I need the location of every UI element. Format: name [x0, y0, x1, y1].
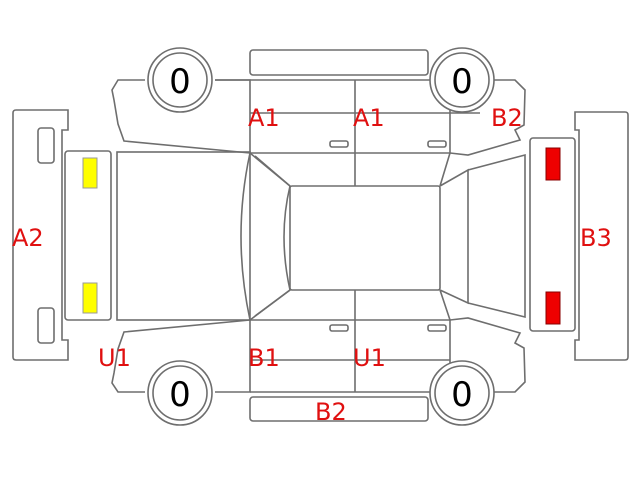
- label-top-rear-door: A1: [353, 104, 385, 132]
- roof[interactable]: [289, 185, 441, 291]
- tire-rear-bottom[interactable]: 0: [429, 360, 495, 426]
- label-top-front-door: A1: [248, 104, 280, 132]
- label-top-rear-fender: B2: [491, 104, 523, 132]
- label-front-bumper: A2: [12, 224, 44, 252]
- tire-front-bottom[interactable]: 0: [147, 360, 213, 426]
- tire-front-top[interactable]: 0: [147, 47, 213, 113]
- headlight-left: [82, 157, 98, 189]
- windshield: [240, 152, 291, 321]
- front-bumper-slot-top: [37, 127, 55, 164]
- bottom-rocker[interactable]: [249, 396, 429, 422]
- label-bottom-rear-door: U1: [353, 344, 386, 372]
- label-bottom-rocker: B2: [315, 398, 347, 426]
- taillight-right: [545, 291, 561, 325]
- tire-value: 0: [451, 62, 473, 102]
- trunk: [467, 153, 526, 319]
- label-bottom-front-fender: U1: [98, 344, 131, 372]
- taillight-left: [545, 147, 561, 181]
- headlight-right: [82, 282, 98, 314]
- rear-panel[interactable]: [529, 137, 576, 332]
- front-bumper[interactable]: [12, 109, 69, 361]
- top-rocker[interactable]: [249, 49, 429, 76]
- label-rear-bumper: B3: [580, 224, 612, 252]
- tire-value: 0: [169, 375, 191, 415]
- tire-rear-top[interactable]: 0: [429, 47, 495, 113]
- rear-bumper[interactable]: [574, 111, 629, 361]
- rear-window: [439, 152, 469, 321]
- tire-value: 0: [451, 375, 473, 415]
- hood[interactable]: [116, 151, 251, 321]
- top-body: [250, 80, 480, 186]
- bottom-body: [250, 290, 451, 392]
- front-panel[interactable]: [64, 150, 112, 321]
- tire-value: 0: [169, 62, 191, 102]
- label-bottom-front-door: B1: [248, 344, 280, 372]
- front-bumper-slot-bottom: [37, 307, 55, 344]
